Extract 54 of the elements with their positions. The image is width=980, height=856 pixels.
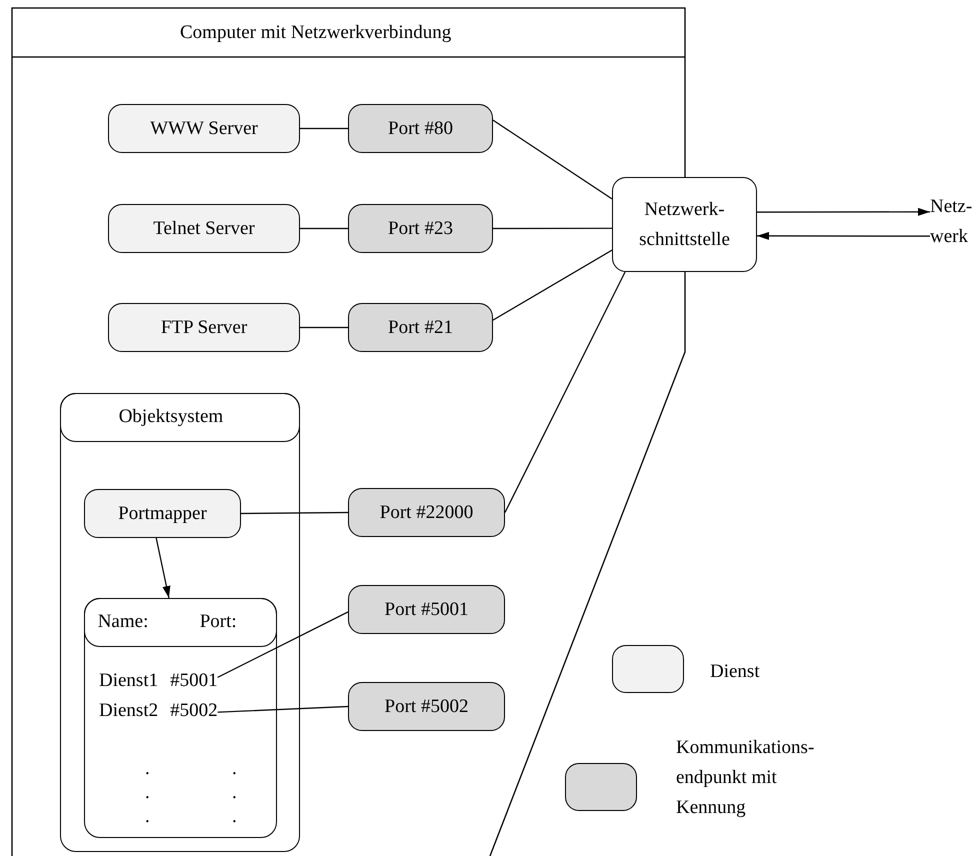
- table-cell-text: #5001: [170, 669, 218, 693]
- connector-line: [241, 512, 348, 514]
- legend-label: Kommunikations- endpunkt mit Kennung: [676, 736, 816, 820]
- node-label: Telnet Server: [153, 218, 255, 240]
- arrow: [757, 232, 930, 240]
- ellipsis-dot: .: [145, 758, 150, 780]
- port-box: [348, 204, 493, 253]
- table-cell-text: #5002: [170, 699, 218, 723]
- service-box: [84, 489, 241, 538]
- service-box: [108, 104, 300, 153]
- node-label: Portmapper: [118, 502, 207, 524]
- node-label: Netzwerk- schnittstelle: [639, 198, 730, 252]
- ellipsis-dot: .: [232, 782, 237, 804]
- table-cell-text: Dienst1: [99, 669, 158, 693]
- connector-line: [217, 611, 348, 678]
- node-label: Netz- werk: [930, 195, 972, 249]
- node-label: FTP Server: [160, 316, 248, 338]
- service-box: [108, 204, 300, 253]
- port-box: [348, 585, 505, 634]
- node-label: WWW Server: [150, 118, 258, 140]
- connector-line: [492, 120, 612, 200]
- object-system-container: [60, 393, 300, 852]
- node-label: Port #23: [388, 218, 453, 240]
- node-label: Port #5002: [384, 696, 468, 718]
- arrow: [156, 538, 170, 598]
- ellipsis-dot: .: [232, 806, 237, 828]
- port-box: [348, 104, 493, 153]
- node-label: Port #80: [388, 118, 453, 140]
- connector-line: [504, 272, 626, 513]
- container-title: Objektsystem: [118, 406, 224, 428]
- connector-line: [300, 128, 348, 130]
- connector-line: [218, 706, 348, 713]
- node-label: Port #21: [388, 316, 453, 338]
- connector-line: [492, 250, 612, 321]
- interface-box: [612, 177, 757, 272]
- column-header: Port:: [200, 610, 237, 633]
- column-header: Name:: [98, 610, 148, 633]
- ellipsis-dot: .: [232, 758, 237, 780]
- connector-line: [493, 228, 612, 230]
- legend-label: Dienst: [710, 660, 760, 684]
- port-box: [348, 682, 505, 731]
- node-label: Port #5001: [384, 598, 468, 620]
- arrow: [757, 208, 930, 216]
- service-box: [108, 303, 300, 352]
- node-label: Port #22000: [380, 502, 474, 524]
- port-box: [348, 488, 505, 537]
- frame-title: Computer mit Netzwerkverbindung: [180, 22, 452, 44]
- connector-line: [300, 326, 348, 328]
- ellipsis-dot: .: [145, 806, 150, 828]
- table-cell-text: Dienst2: [99, 699, 158, 723]
- connector-line: [300, 228, 348, 230]
- port-table: [84, 598, 277, 838]
- port-box: [348, 303, 493, 352]
- ellipsis-dot: .: [145, 782, 150, 804]
